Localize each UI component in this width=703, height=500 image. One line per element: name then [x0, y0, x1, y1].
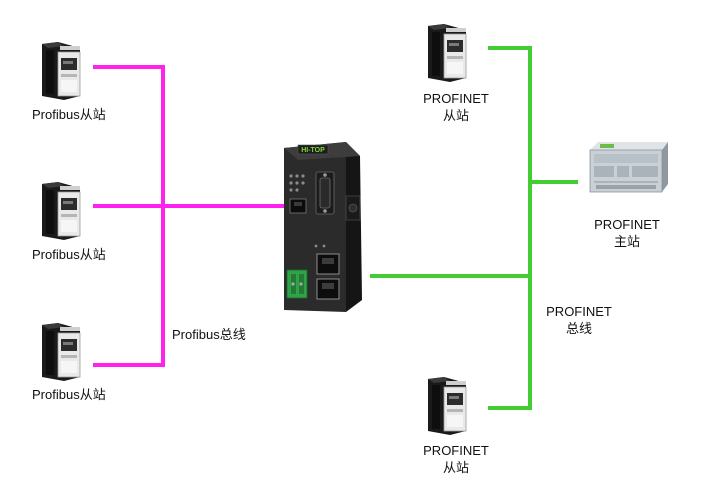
drive-device-icon — [41, 322, 81, 382]
profinet-slave-top-line1: PROFINET — [423, 91, 489, 106]
profinet-slave-bottom-line1: PROFINET — [423, 443, 489, 458]
profinet-slave-top-line2: 从站 — [442, 108, 470, 123]
profibus-bus-label: Profibus总线 — [172, 327, 246, 342]
profinet-bus-line2: 总线 — [565, 321, 593, 336]
drive-device-icon — [41, 41, 81, 101]
drive-device-icon — [41, 181, 81, 241]
profibus-bus-lines — [93, 65, 284, 367]
profinet-slave-bottom-line2: 从站 — [442, 460, 470, 475]
profibus-slave-label-1: Profibus从站 — [32, 107, 106, 122]
profinet-slave-bottom-label: PROFINET 从站 — [423, 442, 489, 476]
plc-icon — [589, 142, 668, 193]
gateway-device-icon: HI-TOP — [284, 142, 362, 312]
svg-text:HI-TOP: HI-TOP — [301, 147, 325, 154]
drive-device-icon — [427, 23, 467, 83]
profinet-slave-top-label: PROFINET 从站 — [423, 90, 489, 124]
profinet-master-line1: PROFINET — [594, 217, 660, 232]
profibus-slave-label-3: Profibus从站 — [32, 387, 106, 402]
profinet-master-label: PROFINET 主站 — [594, 216, 660, 250]
profinet-bus-label: PROFINET 总线 — [546, 303, 612, 337]
profibus-slave-label-2: Profibus从站 — [32, 247, 106, 262]
profinet-bus-line1: PROFINET — [546, 304, 612, 319]
profinet-master-line2: 主站 — [613, 234, 641, 249]
profinet-bus-lines — [370, 46, 578, 410]
drive-device-icon — [427, 376, 467, 436]
